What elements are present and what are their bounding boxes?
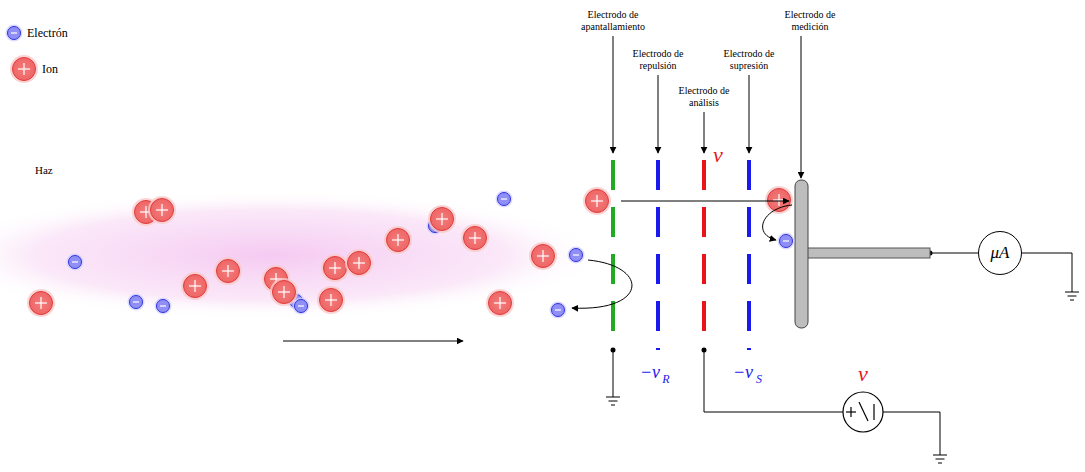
electron-symbol xyxy=(6,25,23,42)
ion-symbol xyxy=(345,249,373,277)
ion-symbol xyxy=(384,226,412,254)
electron-suppressed-path xyxy=(763,205,792,240)
electrode-segment xyxy=(747,254,751,284)
electrode-segment xyxy=(656,207,660,237)
ion-symbol xyxy=(214,257,242,285)
ion-symbol xyxy=(529,242,557,270)
electrode-segment xyxy=(747,160,751,190)
leader-arrow xyxy=(801,36,802,178)
ground-line xyxy=(609,401,618,402)
ion-symbol xyxy=(583,187,611,215)
leader-arrow xyxy=(704,112,705,153)
electron-symbol xyxy=(128,294,145,311)
ground-line xyxy=(1065,292,1079,293)
voltmeter-symbol xyxy=(843,392,883,432)
electrode-segment xyxy=(611,207,615,237)
wires xyxy=(613,253,1072,455)
leader-arrow xyxy=(658,75,659,153)
ground-line xyxy=(1070,300,1074,301)
ion-symbol xyxy=(321,254,349,282)
ground-symbols xyxy=(606,292,1079,463)
ion-symbol xyxy=(181,272,209,300)
electrode-name: Electrodo de medición xyxy=(775,9,845,33)
voltage-subscript: R xyxy=(662,372,669,387)
ion-symbol xyxy=(765,186,793,214)
ground-line xyxy=(1068,296,1077,297)
legend-text: Electrón xyxy=(27,26,68,41)
electrode-segment xyxy=(747,207,751,237)
ion-symbol xyxy=(148,196,176,224)
ion-symbol xyxy=(10,55,38,83)
voltage-label: −v xyxy=(733,362,753,383)
voltage-subscript: S xyxy=(756,372,762,387)
particles xyxy=(27,186,795,319)
electron-symbol xyxy=(67,254,84,271)
ground-line xyxy=(606,397,620,398)
electrodes xyxy=(613,160,749,350)
electrode-segment xyxy=(702,207,706,237)
electrode-name: Electrodo de apantallamiento xyxy=(568,9,658,33)
electron-symbol xyxy=(550,302,567,319)
ammeter-label: μA xyxy=(991,243,1010,263)
ion-symbol xyxy=(486,289,514,317)
electrode-name: Electrodo de repulsión xyxy=(623,48,693,72)
electrode-segment xyxy=(611,254,615,284)
ion-symbol xyxy=(317,286,345,314)
ground-line xyxy=(933,455,947,456)
leader-arrow xyxy=(613,36,614,153)
ion-symbol xyxy=(270,278,298,306)
beam-arrow xyxy=(283,341,463,342)
electrode-name: Electrodo de análisis xyxy=(674,85,734,109)
electrode-segment xyxy=(656,301,660,331)
electrode-segment xyxy=(702,160,706,190)
electrode-segment xyxy=(656,348,660,350)
ion-path xyxy=(621,201,789,202)
beam-label: Haz xyxy=(35,164,53,176)
electrode-segment xyxy=(656,254,660,284)
ground-line xyxy=(938,463,942,464)
legend-sample xyxy=(9,54,39,84)
electrode-segment xyxy=(656,160,660,190)
ground-line xyxy=(936,459,945,460)
beam-glow xyxy=(0,191,605,319)
electron-symbol xyxy=(155,298,172,315)
electrode-name: Electrodo de supresión xyxy=(714,48,784,72)
electrode-segment xyxy=(611,160,615,190)
electron-repelled-path xyxy=(572,260,632,308)
legend-item: Ion xyxy=(9,54,58,84)
electron-symbol xyxy=(778,233,795,250)
ion-symbol xyxy=(27,289,55,317)
ion-symbol xyxy=(428,205,456,233)
ground-line xyxy=(611,405,615,406)
wire-dots xyxy=(611,251,933,353)
electrode-segment xyxy=(747,301,751,331)
ammeter-circle: μA xyxy=(978,231,1022,275)
legend-text: Ion xyxy=(42,62,58,77)
electron-symbol xyxy=(496,191,513,208)
leader-arrow xyxy=(749,75,750,153)
voltage-label: v xyxy=(713,142,723,168)
electron-symbol xyxy=(568,247,585,264)
legend-item: Electrón xyxy=(4,18,68,48)
electrode-segment xyxy=(747,348,751,350)
legend-sample xyxy=(4,18,24,48)
electrode-segment xyxy=(611,301,615,331)
voltage-label: v xyxy=(858,361,868,387)
electrode-segment xyxy=(702,301,706,331)
measurement-stem xyxy=(806,248,930,258)
measurement-electrode xyxy=(795,180,808,328)
voltage-label: −v xyxy=(640,362,660,383)
electrode-segment xyxy=(702,254,706,284)
ion-symbol xyxy=(461,224,489,252)
